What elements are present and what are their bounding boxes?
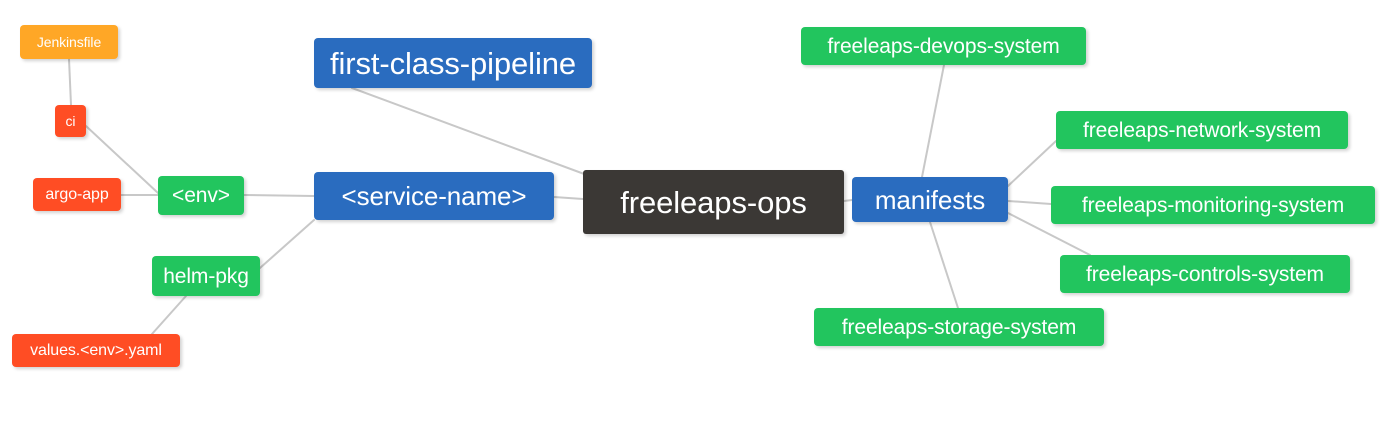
mindmap-node-label: freeleaps-monitoring-system xyxy=(1081,193,1345,217)
edge-manifests-to-freeleaps-storage-system xyxy=(929,221,959,309)
mindmap-node-argo-app[interactable]: argo-app xyxy=(33,178,121,211)
mindmap-node-label: freeleaps-controls-system xyxy=(1086,262,1324,286)
edge-jenkinsfile-to-ci xyxy=(68,58,72,106)
mindmap-node-label: freeleaps-network-system xyxy=(1082,118,1321,142)
mindmap-node-ci[interactable]: ci xyxy=(55,105,86,137)
mindmap-node-label: freeleaps-devops-system xyxy=(827,34,1060,58)
mindmap-node-freeleaps-controls-system[interactable]: freeleaps-controls-system xyxy=(1060,255,1350,293)
mindmap-node-label: argo-app xyxy=(45,185,109,203)
mindmap-node-service-name[interactable]: <service-name> xyxy=(314,172,554,220)
mindmap-node-freeleaps-devops-system[interactable]: freeleaps-devops-system xyxy=(801,27,1086,65)
mindmap-node-label: manifests xyxy=(874,184,986,215)
mindmap-node-label: Jenkinsfile xyxy=(36,34,102,50)
mindmap-node-label: values.<env>.yaml xyxy=(30,341,162,359)
mindmap-node-jenkinsfile[interactable]: Jenkinsfile xyxy=(20,25,118,59)
mindmap-node-manifests[interactable]: manifests xyxy=(852,177,1008,222)
mindmap-node-freeleaps-storage-system[interactable]: freeleaps-storage-system xyxy=(814,308,1104,346)
mindmap-node-label: helm-pkg xyxy=(163,264,249,288)
mindmap-node-helm-pkg[interactable]: helm-pkg xyxy=(152,256,260,296)
mindmap-node-label: freeleaps-storage-system xyxy=(841,315,1077,339)
mindmap-node-freeleaps-monitoring-system[interactable]: freeleaps-monitoring-system xyxy=(1051,186,1375,224)
mindmap-node-label: ci xyxy=(65,113,76,129)
edge-service-name-to-helm-pkg xyxy=(259,219,315,269)
mindmap-node-freeleaps-network-system[interactable]: freeleaps-network-system xyxy=(1056,111,1348,149)
edge-helm-pkg-to-values-env-yaml xyxy=(151,295,187,335)
edge-manifests-to-freeleaps-monitoring-system xyxy=(1007,200,1052,205)
mindmap-node-label: freeleaps-ops xyxy=(620,184,807,220)
edge-env-to-service-name xyxy=(243,194,315,197)
mindmap-node-first-class-pipeline[interactable]: first-class-pipeline xyxy=(314,38,592,88)
edge-first-class-pipeline-to-freeleaps-ops xyxy=(351,87,596,179)
edge-manifests-to-freeleaps-network-system xyxy=(1007,140,1057,187)
edge-freeleaps-ops-to-manifests xyxy=(843,199,853,202)
edge-service-name-to-freeleaps-ops xyxy=(553,196,584,200)
mindmap-node-label: <service-name> xyxy=(341,181,527,211)
mindmap-node-env[interactable]: <env> xyxy=(158,176,244,215)
mindmap-node-freeleaps-ops[interactable]: freeleaps-ops xyxy=(583,170,844,234)
mindmap-node-label: first-class-pipeline xyxy=(329,45,577,81)
edge-manifests-to-freeleaps-devops-system xyxy=(921,64,945,178)
mindmap-node-values-env-yaml[interactable]: values.<env>.yaml xyxy=(12,334,180,367)
mindmap-node-label: <env> xyxy=(172,184,230,207)
